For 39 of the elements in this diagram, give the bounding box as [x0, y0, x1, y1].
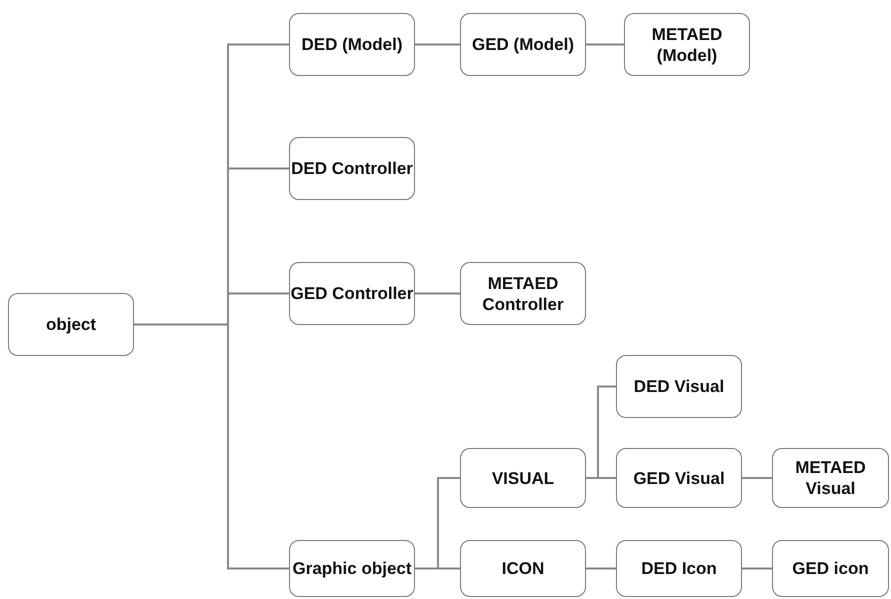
class-box	[289, 137, 415, 200]
connector-line	[415, 44, 460, 46]
connector-line	[742, 568, 772, 570]
connector-line	[134, 324, 289, 570]
connector-line	[586, 44, 624, 46]
class-box	[460, 448, 586, 508]
class-name: GED Controller	[290, 283, 414, 304]
connector-line	[586, 568, 616, 570]
class-box	[289, 262, 415, 325]
class-box	[460, 262, 586, 325]
class-box	[772, 540, 889, 597]
class-name: DED Icon	[641, 558, 717, 579]
class-name: DED Controller	[291, 158, 413, 179]
class-box	[616, 540, 742, 597]
class-box	[460, 540, 586, 597]
class-name: Graphic object	[292, 558, 412, 579]
class-box	[772, 448, 889, 508]
class-name: METAED (Model)	[650, 24, 724, 66]
class-name: GED (Model)	[472, 34, 574, 55]
class-name: DED Visual	[634, 376, 724, 397]
class-box	[616, 448, 742, 508]
connector-line	[742, 477, 772, 479]
connector-line	[415, 292, 460, 294]
class-name: DED (Model)	[301, 34, 403, 55]
class-name: METAED Visual	[794, 457, 867, 499]
class-box	[460, 13, 586, 76]
class-name: GED icon	[792, 558, 869, 579]
class-box	[289, 13, 415, 76]
class-box	[289, 540, 415, 597]
class-box	[624, 13, 750, 76]
class-name: VISUAL	[492, 468, 554, 488]
connector-line	[415, 568, 460, 570]
class-name: GED Visual	[633, 468, 725, 488]
class-name: METAED Controller	[481, 272, 565, 314]
connector-line	[586, 477, 616, 479]
class-name: ICON	[502, 558, 544, 579]
class-name: object	[46, 314, 96, 335]
class-box	[8, 293, 134, 356]
class-box	[616, 355, 742, 418]
